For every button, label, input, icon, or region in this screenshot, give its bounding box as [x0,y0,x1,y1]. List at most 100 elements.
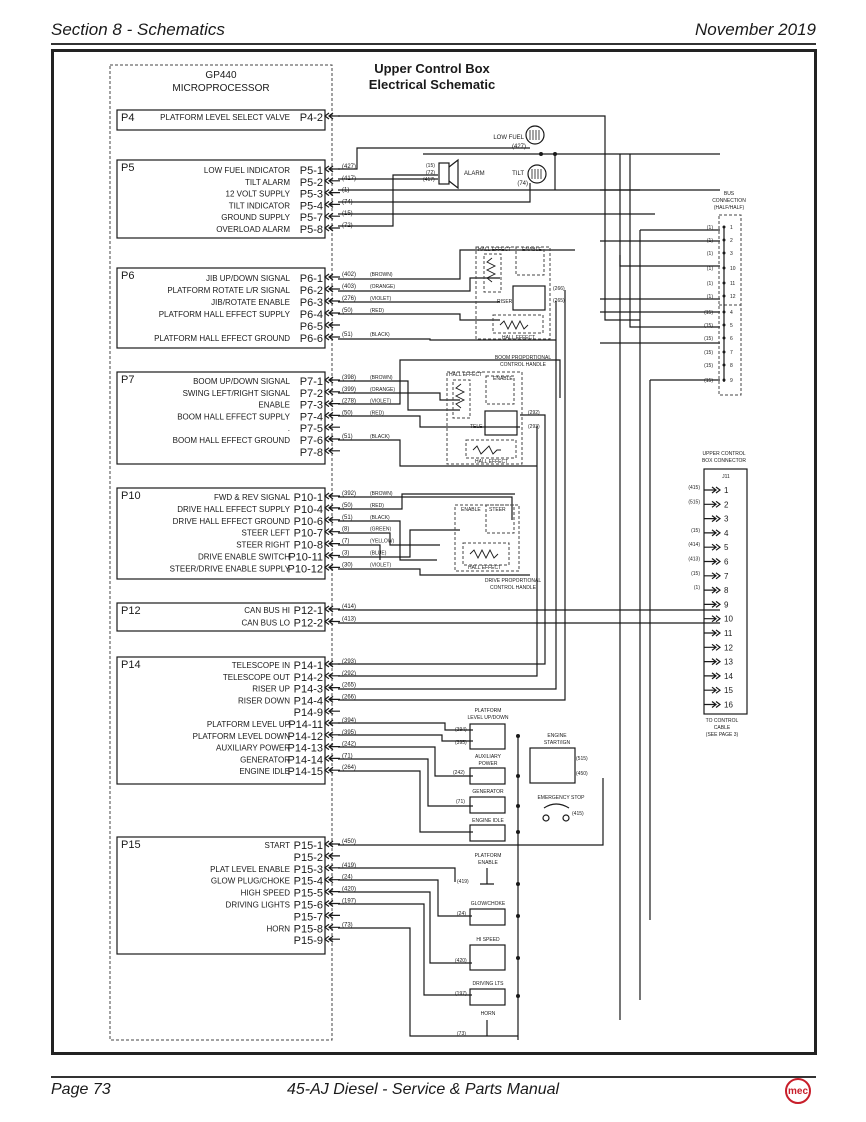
pin-label: STEER LEFT [242,529,291,538]
pin-id: P14-4 [294,695,323,707]
pin-id: P5-4 [300,200,323,212]
pin-id: P10-6 [294,516,323,528]
pin-label: CAN BUS LO [242,619,290,628]
bus-terminal-wire: (15) [704,363,713,369]
connector-id: P12 [121,605,141,617]
pin-id: P10-4 [294,504,323,516]
pin-id: P14-3 [294,684,323,696]
wire-number: (73) [342,922,353,928]
pin-label: HORN [266,924,290,933]
pin-arrow-icon [324,743,340,751]
hi-speed-wire: (420) [455,958,467,964]
pin-id: P10-7 [294,528,323,540]
pin-id: P15-9 [294,935,323,947]
pin-label: PLAT LEVEL ENABLE [210,865,290,874]
pin-arrow-icon [324,200,340,208]
wire-color: (BROWN) [370,491,393,497]
pin-arrow-icon [324,840,340,848]
pin-label: CAN BUS HI [244,606,290,615]
platform-enable-title-1: PLATFORM [475,853,502,859]
generator-wire: (71) [456,799,465,805]
bus-terminal-number: 6 [730,336,733,342]
low-fuel-label: LOW FUEL [493,135,524,141]
pin-arrow-icon [324,273,340,281]
pin-id: P15-5 [294,888,323,900]
connector-box [116,267,326,349]
j11-pin-arrow-icon [704,572,721,580]
pin-label: GROUND SUPPLY [221,213,290,222]
pin-label: RISER UP [252,685,290,694]
pin-arrow-icon [324,411,340,419]
j11-pin-wire: (413) [688,557,700,563]
pin-label: ENABLE [258,401,290,410]
pin-arrow-icon [324,754,340,762]
wire-number: (403) [342,284,356,290]
wire-number: (278) [342,399,356,405]
platform-enable-wire: (419) [457,879,469,885]
pin-label: DRIVE HALL EFFECT SUPPLY [177,505,290,514]
pin-arrow-icon [324,165,340,173]
bus-terminal-wire: (1) [707,251,713,257]
pin-id: P14-15 [288,766,323,778]
wire-number: (420) [342,887,356,893]
pin-arrow-icon [324,321,340,329]
pin-label: PLATFORM HALL EFFECT SUPPLY [159,310,291,319]
j11-pin-number: 1 [724,486,729,495]
pin-id: P15-1 [294,840,323,852]
wire-color: (BLACK) [370,434,390,440]
pin-id: P14-13 [288,743,323,755]
pin-arrow-icon [324,309,340,317]
wire-number: (264) [342,765,356,771]
pin-label: ENGINE IDLE [239,767,290,776]
wire-color: (VIOLET) [370,562,391,568]
schematic-title-line1: Upper Control Box [374,61,490,76]
wire-number: (50) [342,503,353,509]
emergency-stop-wire: (415) [572,811,584,817]
pin-label: JIB UP/DOWN SIGNAL [206,274,291,283]
j11-pin-arrow-icon [704,529,721,537]
alarm-wire-15: (15) [426,163,435,169]
riser-wire-266: (266) [553,286,565,292]
platform-enable-title-2: ENABLE [478,860,498,866]
wire-color: (RED) [370,503,384,509]
wire-color: (RED) [370,410,384,416]
j11-pin-wire: (15) [691,571,700,577]
wire-number: (293) [342,659,356,665]
bus-terminal-number: 8 [730,363,733,369]
j11-note-2: CABLE [714,725,731,731]
tele-label: TELE [470,424,483,430]
pin-arrow-icon [324,923,340,931]
wire-number: (413) [342,617,356,623]
j11-pin-number: 16 [724,701,733,710]
pin-label: TELESCOPE IN [232,661,290,670]
wire-color: (GREEN) [370,527,391,533]
pin-arrow-icon [324,876,340,884]
aux-power-title-2: POWER [479,761,498,767]
generator-title: GENERATOR [472,789,504,795]
riser-label: RISER [497,299,513,305]
pin-id: P5-8 [300,224,323,236]
pin-label: AUXILIARY POWER [216,744,290,753]
connector-id: P15 [121,839,141,851]
wire-number: (50) [342,308,353,314]
glow-choke-switch [469,908,506,926]
pin-arrow-icon [324,695,340,703]
platform-level-title-2: LEVEL UP/DOWN [468,715,509,721]
j11-pin-number: 8 [724,586,729,595]
tilt-indicator: TILT (74) [512,164,547,187]
j11-pin-number: 4 [724,529,729,538]
pin-label: RISER DOWN [238,696,290,705]
pin-arrow-icon [324,112,340,120]
wire-number: (450) [342,839,356,845]
drive-hall-effect-label: HALL EFFECT [468,565,501,571]
horn-switch [480,1020,494,1037]
j11-pin-arrow-icon [704,658,721,666]
bus-terminal-wire: (15) [704,310,713,316]
j11-pin-arrow-icon [704,672,721,680]
pin-arrow-icon [324,528,340,536]
pin-arrow-icon [324,552,340,559]
connector-box [116,656,326,785]
pin-label: DRIVE HALL EFFECT GROUND [173,517,291,526]
pin-arrow-icon [324,400,340,408]
